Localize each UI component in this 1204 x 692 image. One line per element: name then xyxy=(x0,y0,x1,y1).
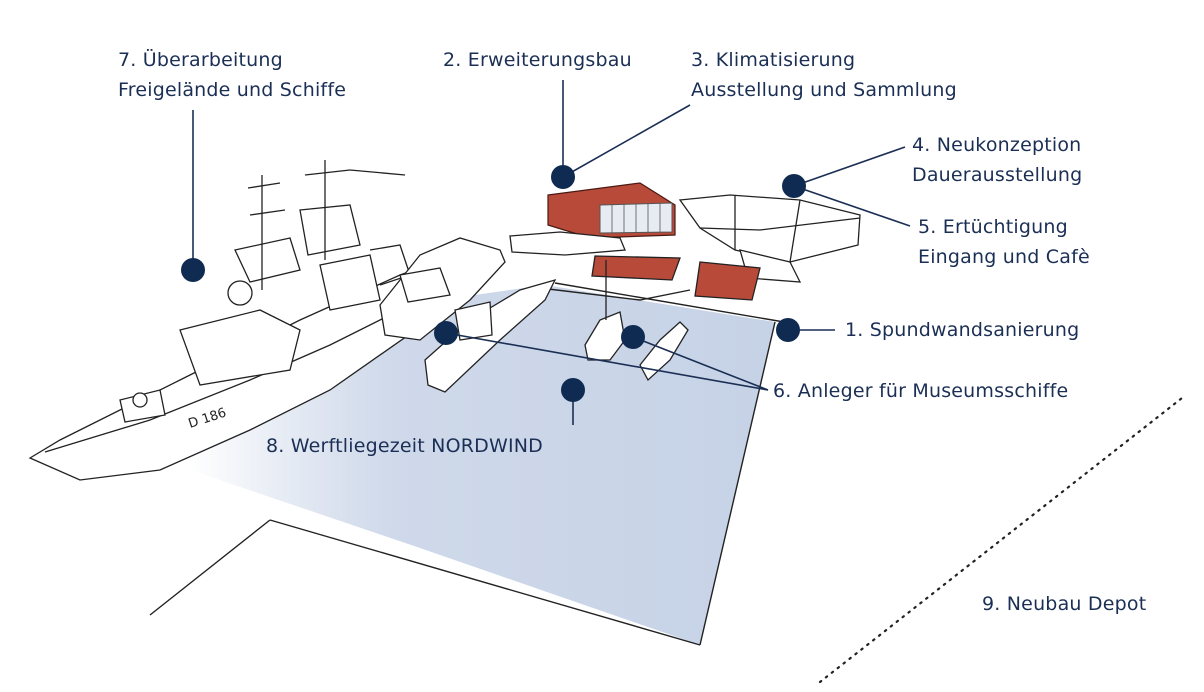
label-6: 6. Anleger für Museumsschiffe xyxy=(773,376,1068,406)
label-2: 2. Erweiterungsbau xyxy=(443,45,632,75)
label-8: 8. Werftliegezeit NORDWIND xyxy=(266,431,543,461)
label-5-line1: 5. Ertüchtigung xyxy=(918,216,1068,238)
depot-boundary xyxy=(818,396,1184,684)
label-9-line1: 9. Neubau Depot xyxy=(982,593,1147,615)
label-1: 1. Spundwandsanierung xyxy=(845,315,1079,345)
label-2-line1: 2. Erweiterungsbau xyxy=(443,49,632,71)
label-1-line1: 1. Spundwandsanierung xyxy=(845,319,1080,341)
label-7: 7. Überarbeitung Freigelände und Schiffe xyxy=(118,45,346,105)
label-3: 3. Klimatisierung Ausstellung und Sammlu… xyxy=(691,45,957,105)
markers xyxy=(181,165,806,402)
marker-8 xyxy=(561,378,585,402)
label-3-line2: Ausstellung und Sammlung xyxy=(691,79,957,101)
marker-6b xyxy=(621,325,645,349)
label-3-line1: 3. Klimatisierung xyxy=(691,49,856,71)
marker-7 xyxy=(181,258,205,282)
label-4-line1: 4. Neukonzeption xyxy=(912,134,1082,156)
museum-vessels xyxy=(379,237,689,393)
destroyer-ship xyxy=(28,160,476,481)
marker-6a xyxy=(434,321,458,345)
quay-outline xyxy=(149,282,791,646)
label-5: 5. Ertüchtigung Eingang und Cafè xyxy=(918,212,1090,272)
label-7-line1: 7. Überarbeitung xyxy=(118,49,283,71)
marker-2-3 xyxy=(551,165,575,189)
marker-1 xyxy=(776,318,800,342)
label-7-line2: Freigelände und Schiffe xyxy=(118,79,347,101)
marker-4-5 xyxy=(782,174,806,198)
label-4: 4. Neukonzeption Dauerausstellung xyxy=(912,130,1082,190)
label-9: 9. Neubau Depot xyxy=(982,589,1146,619)
label-5-line2: Eingang und Cafè xyxy=(918,246,1090,268)
existing-halls xyxy=(509,194,861,301)
building-extension xyxy=(547,182,676,239)
label-8-line1: 8. Werftliegezeit NORDWIND xyxy=(266,435,544,457)
label-4-line2: Dauerausstellung xyxy=(912,164,1083,186)
label-6-line1: 6. Anleger für Museumsschiffe xyxy=(773,380,1069,402)
